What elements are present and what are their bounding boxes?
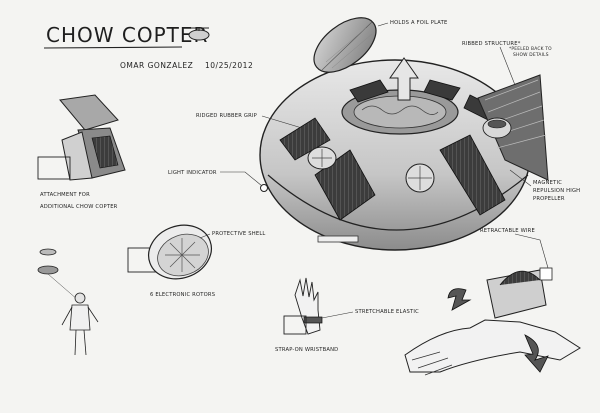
light-indicator-dot (260, 184, 268, 192)
label-electronic-rotors: 6 ELECTRONIC ROTORS (150, 292, 215, 298)
label-attachment-2: ADDITIONAL CHOW COPTER (40, 204, 118, 210)
leader-line (377, 22, 389, 27)
wristband-hand-sketch (283, 277, 323, 335)
leader-line (321, 311, 354, 319)
person-with-copter-sketch (37, 248, 99, 356)
grip-panel (349, 79, 389, 103)
title-text: CHOW COPTER (46, 23, 208, 47)
leader-line (499, 46, 516, 86)
leader-line (220, 171, 263, 187)
label-attachment-1: ATTACHMENT FOR (40, 192, 90, 198)
rotate-arrow-icon (524, 334, 549, 373)
label-holds-foil-plate: HOLDS A FOIL PLATE (390, 20, 447, 26)
leader-line (199, 233, 211, 239)
label-magnetic-1: MAGNETIC (533, 180, 562, 186)
leader-line (261, 115, 303, 129)
grip-panel (423, 79, 461, 101)
foil-plate-lid (313, 17, 377, 73)
leader-line (514, 233, 549, 269)
label-strap-wristband: STRAP-ON WRISTBAND (275, 347, 338, 353)
label-magnetic-3: PROPELLER (533, 196, 565, 202)
protective-shell-sketch (127, 224, 212, 280)
label-stretchable-elastic: STRETCHABLE ELASTIC (355, 309, 419, 315)
grip-panel (439, 134, 506, 216)
label-retractable-wire: RETRACTABLE WIRE (480, 228, 535, 234)
grip-panel (279, 117, 331, 161)
label-ribbed-structure: RIBBED STRUCTURE* (462, 41, 521, 47)
up-arrow-icon (389, 57, 419, 101)
rotor-window (307, 146, 337, 170)
label-ribbed-note-1: *PEELED BACK TO (509, 46, 552, 52)
rotor-window (405, 163, 435, 193)
rotate-arrow-icon (447, 288, 472, 311)
leader-line (509, 169, 532, 187)
author-text: OMAR GONZALEZ (120, 61, 193, 70)
label-rubber-grip: RIDGED RUBBER GRIP (196, 113, 257, 119)
label-magnetic-2: REPULSION HIGH (533, 188, 580, 194)
label-protective-shell: PROTECTIVE SHELL (212, 231, 266, 237)
retractable-wire-sketch (404, 267, 581, 376)
main-chow-copter (259, 59, 549, 251)
bottom-vent (317, 235, 359, 243)
attachment-sketch (37, 94, 126, 181)
label-light-indicator: LIGHT INDICATOR (168, 170, 217, 176)
title-underline (43, 46, 183, 49)
label-ribbed-note-2: SHOW DETAILS (513, 52, 549, 58)
ribbed-structure-peel (477, 74, 549, 181)
date-text: 10/25/2012 (205, 61, 253, 70)
mini-copter-icon (188, 27, 210, 41)
